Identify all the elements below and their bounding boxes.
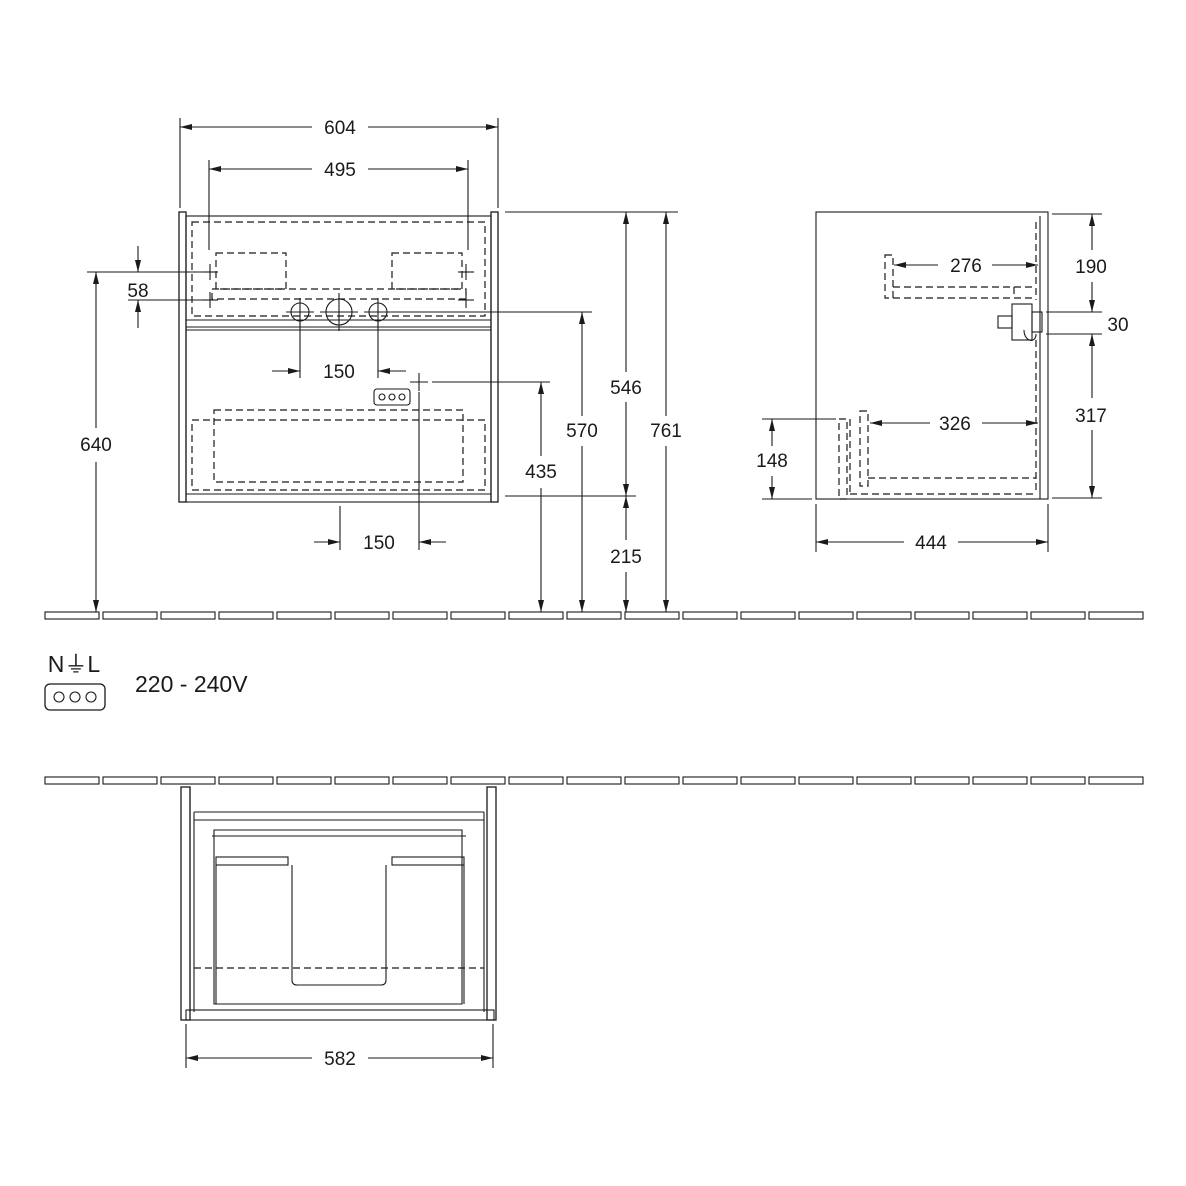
floor-segment — [334, 611, 390, 620]
floor-segment — [972, 776, 1028, 785]
dim-215: 215 — [610, 547, 642, 568]
floor-segment — [1088, 611, 1144, 620]
front-view-cabinet — [178, 211, 499, 503]
side-view-dimensions — [762, 213, 1102, 552]
floor-segment — [508, 611, 564, 620]
floor-segment — [972, 611, 1028, 620]
terminal-labels: N⏚L — [48, 651, 101, 677]
floor-segment — [682, 611, 738, 620]
dim-570: 570 — [566, 421, 598, 442]
floor-segment — [44, 611, 100, 620]
floor-segment — [508, 776, 564, 785]
front-view-dimensions — [87, 118, 678, 612]
floor-segment — [218, 776, 274, 785]
floor-segment — [798, 611, 854, 620]
floor-segment — [914, 611, 970, 620]
floor-segment — [160, 776, 216, 785]
dim-640: 640 — [80, 435, 112, 456]
dim-546: 546 — [610, 378, 642, 399]
dim-276: 276 — [950, 256, 982, 277]
floor-segment — [914, 776, 970, 785]
floor-segment — [1030, 611, 1086, 620]
fixing-point-marks — [202, 264, 474, 308]
dim-317: 317 — [1075, 406, 1107, 427]
floor-segment — [798, 776, 854, 785]
floor-segment — [1030, 776, 1086, 785]
siphon-connection-icon — [997, 303, 1043, 341]
floor-segment — [276, 611, 332, 620]
floor-segment — [160, 611, 216, 620]
top-view-cabinet — [180, 786, 497, 1021]
floor-segment — [218, 611, 274, 620]
dim-58: 58 — [127, 281, 148, 302]
dim-444: 444 — [915, 533, 947, 554]
side-view-cabinet — [815, 211, 1049, 500]
dim-30: 30 — [1107, 315, 1128, 336]
front-view-dimension-labels: 604 495 58 640 150 150 435 570 546 215 7… — [80, 118, 682, 568]
floor-segment — [566, 776, 622, 785]
floor-segment — [392, 611, 448, 620]
floor-segment — [740, 776, 796, 785]
floor-segment — [450, 611, 506, 620]
floor-segment — [566, 611, 622, 620]
dim-761: 761 — [650, 421, 682, 442]
floor-segment — [102, 611, 158, 620]
floor-segment — [682, 776, 738, 785]
floor-segment — [1088, 776, 1144, 785]
dim-604: 604 — [324, 118, 356, 139]
dim-190: 190 — [1075, 257, 1107, 278]
socket-icon — [373, 373, 428, 406]
voltage-label: 220 - 240V — [135, 671, 248, 697]
floor-segment — [856, 776, 912, 785]
dim-148: 148 — [756, 451, 788, 472]
side-view-dimension-labels: 190 276 30 317 326 148 444 — [756, 256, 1128, 554]
floor-segment — [740, 611, 796, 620]
floor-segment — [450, 776, 506, 785]
floor-segment — [102, 776, 158, 785]
floor-segment — [44, 776, 100, 785]
top-view-dimensions: 582 — [185, 1024, 494, 1070]
floor-line-lower — [44, 776, 1144, 785]
dim-326: 326 — [939, 414, 971, 435]
dim-495: 495 — [324, 160, 356, 181]
floor-segment — [624, 776, 680, 785]
water-connection-icons — [286, 293, 392, 331]
floor-segment — [276, 776, 332, 785]
floor-segment — [856, 611, 912, 620]
floor-line-upper — [44, 611, 1144, 620]
dim-pipe-spacing-150: 150 — [323, 362, 355, 383]
dim-socket-offset-150: 150 — [363, 533, 395, 554]
floor-segment — [334, 776, 390, 785]
floor-segment — [392, 776, 448, 785]
dim-582: 582 — [324, 1049, 356, 1070]
dim-435: 435 — [525, 462, 557, 483]
floor-segment — [624, 611, 680, 620]
electrical-connection-symbol: N⏚L 220 - 240V — [44, 651, 248, 711]
